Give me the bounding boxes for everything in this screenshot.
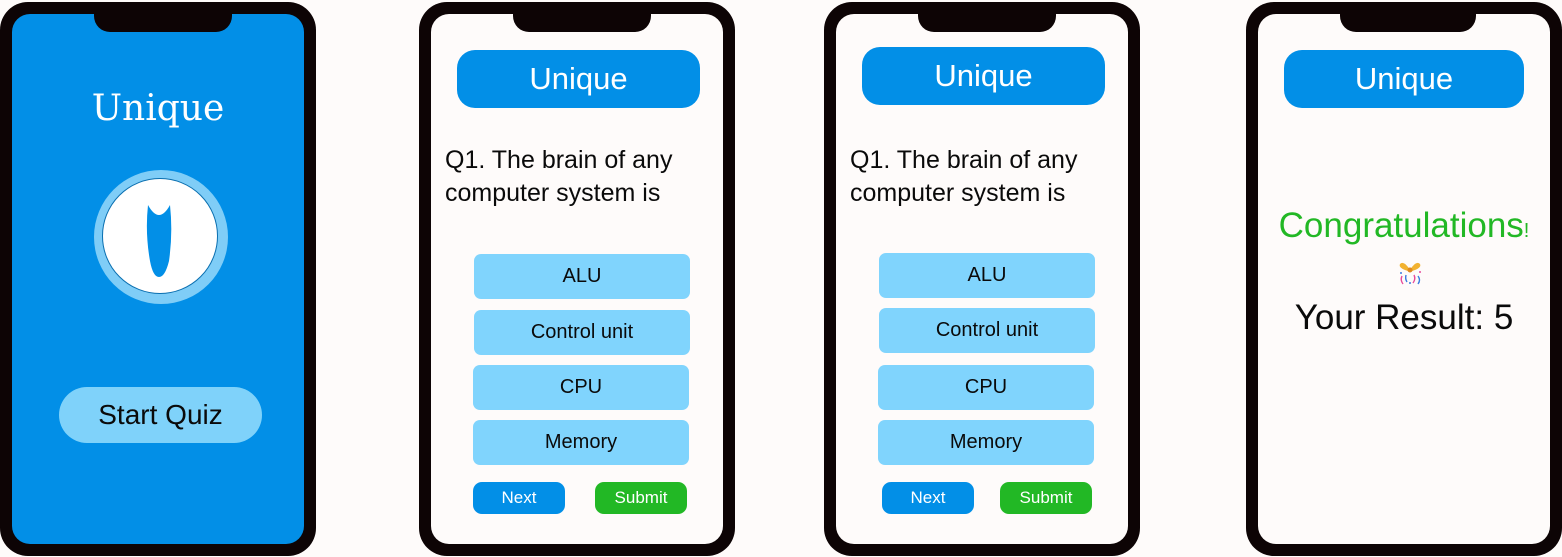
question-screen-2: Unique Q1. The brain of any computer sys… [836, 14, 1128, 544]
header-title: Unique [457, 50, 700, 108]
question-screen: Unique Q1. The brain of any computer sys… [431, 14, 723, 544]
option-alu[interactable]: ALU [474, 254, 690, 299]
result-score: Your Result: 5 [1294, 298, 1514, 337]
option-memory[interactable]: Memory [473, 420, 689, 465]
shield-u-logo-icon [102, 178, 218, 294]
submit-button[interactable]: Submit [1000, 482, 1092, 514]
phone-question-2: Unique Q1. The brain of any computer sys… [824, 2, 1140, 556]
party-popper-icon [1392, 254, 1428, 290]
phone-notch [94, 2, 232, 32]
option-alu[interactable]: ALU [879, 253, 1095, 298]
option-cpu[interactable]: CPU [473, 365, 689, 410]
option-memory[interactable]: Memory [878, 420, 1094, 465]
app-title: Unique [91, 88, 225, 129]
start-quiz-button[interactable]: Start Quiz [59, 387, 262, 443]
option-control-unit[interactable]: Control unit [879, 308, 1095, 353]
option-control-unit[interactable]: Control unit [474, 310, 690, 355]
phone-result: Unique Congratulations! Your Result: 5 [1246, 2, 1562, 556]
app-logo [94, 170, 228, 304]
phone-welcome: Unique Start Quiz [0, 2, 316, 556]
congratulations-mark: ! [1523, 220, 1530, 242]
welcome-screen: Unique Start Quiz [12, 14, 304, 544]
next-button[interactable]: Next [473, 482, 565, 514]
submit-button[interactable]: Submit [595, 482, 687, 514]
result-screen: Unique Congratulations! Your Result: 5 [1258, 14, 1550, 544]
phone-notch [513, 2, 651, 32]
question-text: Q1. The brain of any computer system is [850, 146, 1078, 207]
header-title: Unique [1284, 50, 1524, 108]
option-cpu[interactable]: CPU [878, 365, 1094, 410]
phone-question: Unique Q1. The brain of any computer sys… [419, 2, 735, 556]
header-title: Unique [862, 47, 1105, 105]
congratulations-word: Congratulations [1278, 206, 1524, 245]
next-button[interactable]: Next [882, 482, 974, 514]
phone-notch [918, 2, 1056, 32]
phone-notch [1340, 2, 1476, 32]
congratulations-text: Congratulations! [1258, 206, 1550, 246]
question-text: Q1. The brain of any computer system is [445, 146, 673, 207]
